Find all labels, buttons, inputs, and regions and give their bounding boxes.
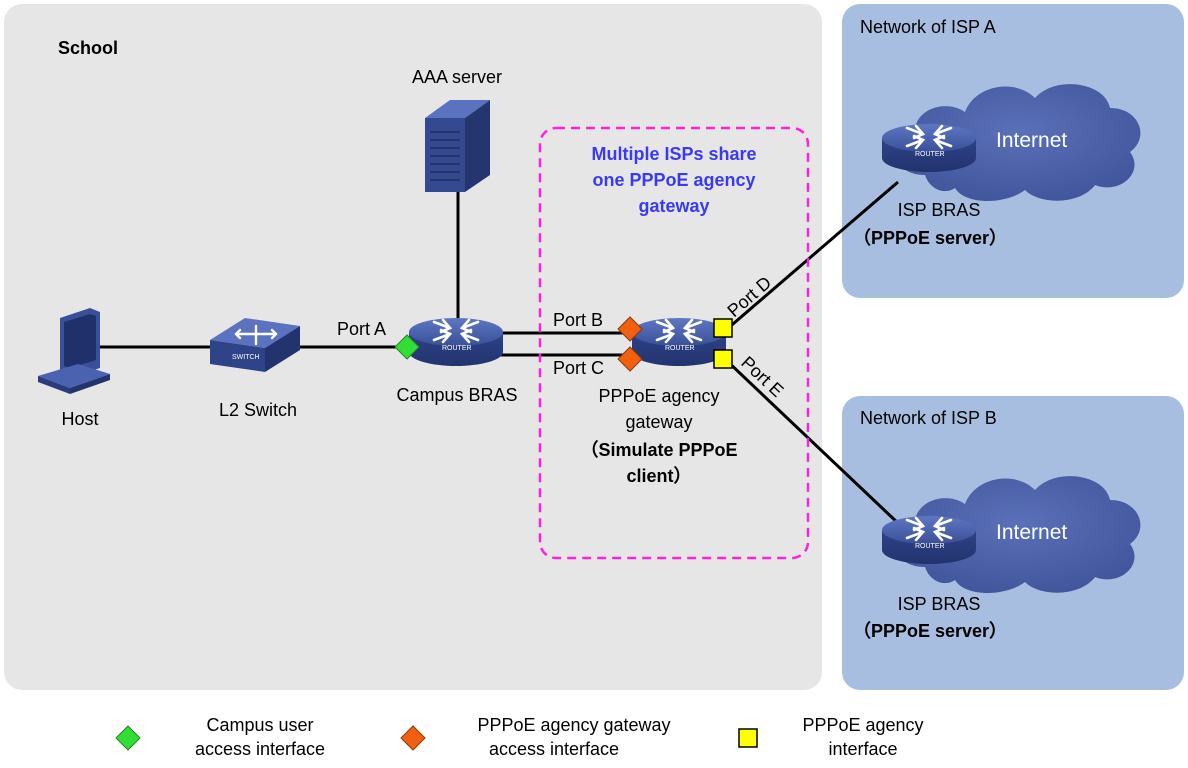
router-tag: ROUTER <box>665 345 695 352</box>
isp-b-bras-label: ISP BRAS <box>897 594 981 614</box>
isp-a-bras-router-icon: ROUTER <box>880 122 978 174</box>
aaa-server-label: AAA server <box>411 67 503 87</box>
gateway-label-line2: gateway <box>625 412 693 432</box>
port-d-label: Port D <box>724 272 776 321</box>
isp-a-bras-label: ISP BRAS <box>897 200 981 220</box>
port-b-label: Port B <box>553 310 604 330</box>
isp-a-role-label: （PPPoE server） <box>852 228 1008 248</box>
host-label: Host <box>61 409 99 429</box>
legend-yellow-line1: PPPoE agency <box>802 715 924 735</box>
legend-yellow-square-icon <box>738 728 758 748</box>
port-c-label: Port C <box>553 358 605 378</box>
isp-b-role-label: （PPPoE server） <box>852 621 1008 641</box>
pppoe-gateway-router-icon: ROUTER <box>630 316 728 368</box>
port-c-marker <box>617 346 643 372</box>
port-d-marker <box>713 318 733 338</box>
router-tag: ROUTER <box>915 543 945 550</box>
l2-switch-label: L2 Switch <box>218 400 298 420</box>
isp-b-bras-router-icon: ROUTER <box>880 514 978 566</box>
aaa-server-icon <box>425 100 490 192</box>
campus-bras-router-icon: ROUTER <box>407 316 505 368</box>
port-a-marker <box>394 334 420 360</box>
isp-b-network-label: Network of ISP B <box>860 408 997 428</box>
school-label: School <box>58 38 119 58</box>
internet-a-label: Internet <box>996 129 1068 152</box>
gateway-label-line4: client） <box>626 466 692 486</box>
router-tag: ROUTER <box>915 151 945 158</box>
callout-line3: gateway <box>638 196 710 216</box>
link-port-d <box>725 180 899 332</box>
port-b-marker <box>617 316 643 342</box>
shared-gateway-callout-box <box>538 126 810 560</box>
campus-bras-label: Campus BRAS <box>396 385 518 405</box>
host-computer-icon <box>38 308 110 394</box>
legend-orange-line1: PPPoE agency gateway <box>477 715 671 735</box>
internet-cloud-a-icon <box>896 84 1141 202</box>
link-port-e <box>724 358 902 527</box>
internet-b-label: Internet <box>996 521 1068 544</box>
l2-switch-icon: SWITCH <box>210 318 300 372</box>
switch-tag: SWITCH <box>232 354 260 361</box>
legend-green-line2: access interface <box>194 739 326 759</box>
callout-line1: Multiple ISPs share <box>591 144 757 164</box>
legend-orange-line2: access interface <box>488 739 620 759</box>
legend-yellow-line2: interface <box>828 739 898 759</box>
legend-green-line1: Campus user <box>206 715 314 735</box>
port-a-label: Port A <box>337 319 387 339</box>
router-tag: ROUTER <box>442 345 472 352</box>
callout-line2: one PPPoE agency <box>592 170 756 190</box>
legend-green-diamond-icon <box>115 725 141 751</box>
port-e-marker <box>713 349 733 369</box>
isp-a-network-label: Network of ISP A <box>860 17 996 37</box>
legend-orange-diamond-icon <box>400 725 426 751</box>
gateway-label-line3: （Simulate PPPoE <box>580 440 738 460</box>
gateway-label-line1: PPPoE agency <box>598 386 720 406</box>
internet-cloud-b-icon <box>896 476 1141 594</box>
links <box>100 180 902 527</box>
